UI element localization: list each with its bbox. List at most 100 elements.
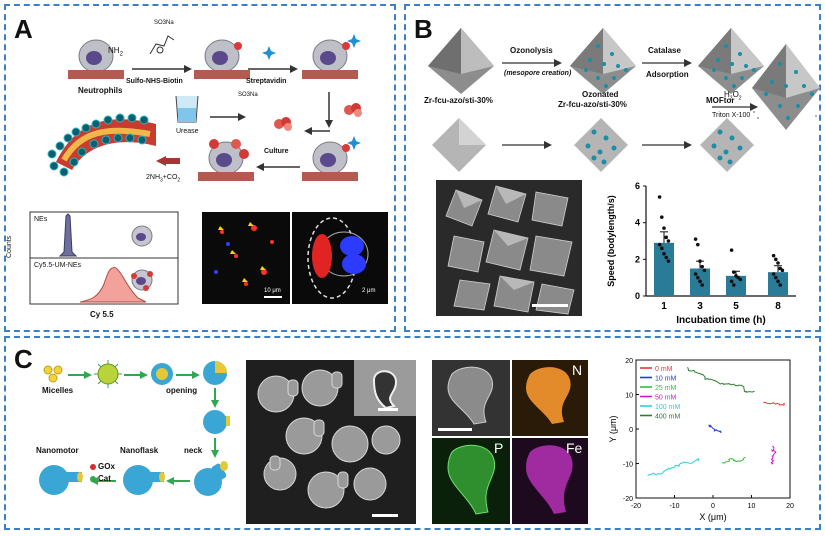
legend-label: 100 mM	[655, 404, 680, 411]
cat-label: Cat	[98, 474, 111, 483]
urease-label: Urease	[176, 128, 199, 135]
nanomotor-icon	[39, 465, 83, 495]
y-tick-label: 2	[635, 254, 640, 264]
h2o2-h: H	[724, 90, 730, 99]
reagent-sulfo-nhs-biotin: Sulfo-NHS-Biotin	[126, 78, 183, 85]
y-tick-label: 20	[625, 358, 633, 365]
step-mesopore: (mesopore creation)	[504, 70, 572, 77]
data-point	[700, 264, 704, 269]
micelles-label: Micelles	[42, 386, 74, 395]
hist-ylabel: Counts	[6, 235, 13, 258]
nh2-text: NH	[108, 46, 120, 55]
arrow-lower-1	[502, 141, 552, 149]
blood-vessel-illustration	[47, 113, 156, 177]
map-grayscale	[432, 360, 510, 436]
data-point	[780, 268, 785, 273]
data-point	[693, 272, 698, 276]
panel-b-label: B	[414, 14, 433, 44]
y-tick-label: -10	[623, 462, 633, 469]
nh2-sub: 2	[119, 51, 123, 58]
data-point	[698, 259, 702, 263]
arrow-h2o2	[712, 103, 758, 111]
bar	[768, 272, 788, 296]
sem-scale-bar	[532, 304, 568, 307]
products-sub2: 2	[177, 177, 181, 184]
panel-c-label: C	[14, 344, 33, 374]
octahedron-crystal-1	[428, 28, 494, 94]
hist-label-nes: NEs	[34, 216, 48, 223]
scale-label-10um: 10 μm	[264, 288, 281, 294]
legend-label: 25 mM	[655, 385, 677, 392]
arrow-down	[325, 92, 333, 128]
x-tick-label: 3	[697, 301, 703, 312]
neutrophil-cell-4	[302, 136, 361, 181]
data-point	[732, 270, 736, 274]
data-point	[666, 259, 671, 263]
data-point	[662, 226, 666, 230]
label-moftor: MOFtor	[706, 96, 735, 105]
data-point	[660, 246, 664, 251]
data-point	[778, 283, 782, 287]
so3na-label-2: SO3Na	[238, 92, 258, 98]
step-ozonolysis: Ozonolysis	[510, 46, 553, 55]
arrow-left-culture	[256, 163, 300, 171]
legend-label: 0 mM	[655, 366, 673, 373]
reagent-streptavidin: Streptavidin	[246, 78, 287, 85]
arrow-left-small	[304, 127, 330, 135]
neck-label: neck	[184, 446, 203, 455]
data-point	[771, 253, 776, 258]
opening-icon	[203, 361, 227, 385]
neutrophil-cell-2	[194, 39, 250, 79]
bar	[654, 242, 674, 296]
y-tick-label: 10	[625, 393, 633, 400]
legend-label: 10 mM	[655, 376, 677, 383]
arrow-c1	[68, 371, 92, 379]
data-point	[774, 275, 778, 280]
map-nitrogen	[512, 360, 588, 436]
octahedron-crystal-4	[752, 44, 821, 130]
data-point	[771, 272, 776, 276]
data-point	[696, 242, 700, 247]
nanoflask-label: Nanoflask	[120, 446, 159, 455]
scale-bar-1	[264, 296, 282, 298]
data-point	[696, 275, 700, 280]
arrow-c5	[211, 438, 219, 458]
urease-conjugation-arrow	[210, 113, 246, 121]
neutrophil-cell-1	[68, 39, 124, 79]
trajectory-path	[647, 458, 700, 476]
h2o2-sub2: 2	[738, 95, 742, 102]
arrow-right-2	[248, 65, 298, 73]
neutrophil-cell-5	[198, 139, 254, 181]
arrow-ozonolysis	[502, 59, 562, 67]
sem-image-nanoflasks	[246, 360, 416, 524]
x-tick-label: 1	[661, 301, 667, 312]
data-point	[657, 242, 662, 247]
biotin-structure-1	[149, 35, 175, 55]
micelles-icon	[43, 365, 63, 383]
gox-label: GOx	[98, 462, 115, 471]
neutrophils-label: Neutrophils	[78, 86, 123, 95]
sem-image-octahedra	[436, 180, 582, 316]
trajectory-path	[687, 367, 755, 393]
nanoflask-icon	[123, 465, 165, 495]
data-point	[660, 215, 664, 219]
map-scale-bar	[438, 428, 472, 431]
flow-histogram	[29, 211, 179, 305]
urease-beaker-icon	[175, 95, 199, 123]
urease-particle-2	[344, 103, 362, 117]
trajectory-path	[721, 456, 746, 464]
so3na-label-1: SO3Na	[154, 20, 174, 26]
map-fe-label: Fe	[566, 440, 583, 456]
neck-forming-icon	[203, 410, 230, 434]
x-tick-label: 5	[733, 301, 739, 312]
data-point	[738, 277, 743, 282]
arrow-lower-2	[642, 141, 692, 149]
data-point	[702, 268, 707, 273]
products-text: 2NH	[146, 174, 161, 181]
nanomotor-label: Nanomotor	[36, 446, 79, 455]
fluorescence-image-1	[202, 212, 290, 304]
label-zr-fcu-1: Zr-fcu-azo/sti-30%	[424, 96, 493, 105]
assembly-icon	[94, 360, 122, 388]
data-point	[776, 279, 780, 284]
arrow-c6	[166, 477, 190, 485]
